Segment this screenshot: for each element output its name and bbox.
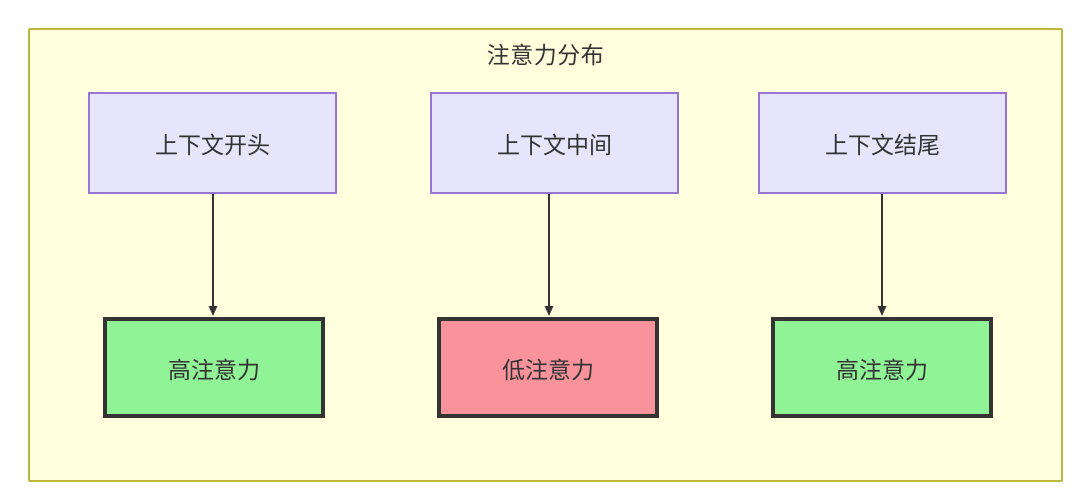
node-attn-start[interactable]: 高注意力 [103,317,325,418]
node-ctx-start[interactable]: 上下文开头 [88,92,337,194]
node-ctx-start-label: 上下文开头 [155,133,270,159]
node-attn-middle-label: 低注意力 [502,357,594,384]
node-ctx-middle-label: 上下文中间 [497,133,612,159]
node-attn-end[interactable]: 高注意力 [771,317,993,418]
node-ctx-end-label: 上下文结尾 [825,133,940,159]
node-ctx-middle[interactable]: 上下文中间 [430,92,679,194]
node-attn-middle[interactable]: 低注意力 [437,317,659,418]
node-attn-end-label: 高注意力 [836,357,928,384]
node-attn-start-label: 高注意力 [168,357,260,384]
cluster-title: 注意力分布 [486,43,605,69]
node-ctx-end[interactable]: 上下文结尾 [758,92,1007,194]
